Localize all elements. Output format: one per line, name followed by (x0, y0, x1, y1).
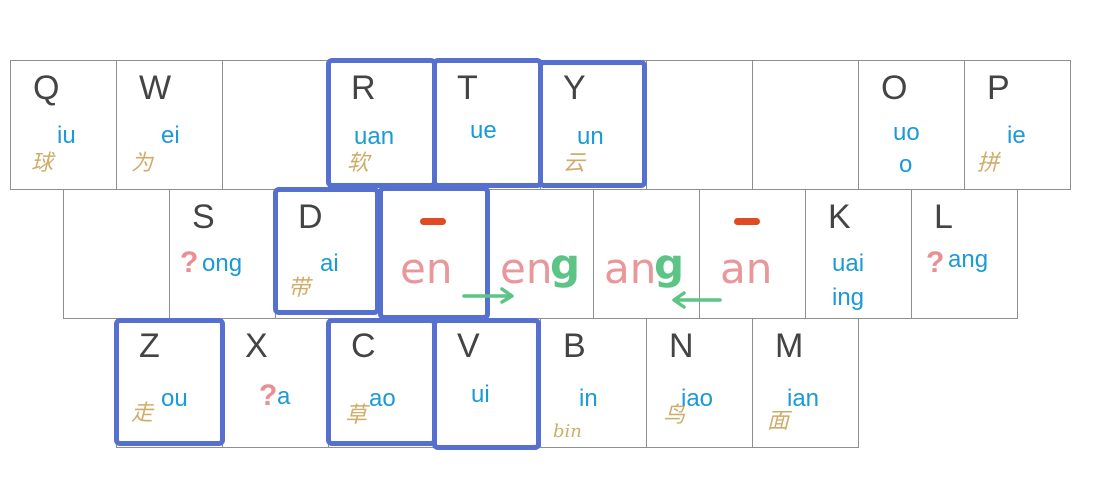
highlight-box-r (326, 58, 437, 188)
highlight-box-v (432, 318, 541, 450)
key-final: un (577, 123, 604, 150)
question-mark: ? (180, 246, 199, 279)
key-letter: Y (563, 69, 586, 107)
key-ang[interactable]: an g (593, 189, 700, 319)
handwritten-en: en (400, 244, 453, 293)
handwritten-eng-g: g (550, 240, 581, 289)
macron-mark (734, 218, 760, 225)
key-final: ao (369, 385, 396, 412)
highlight-box-y (538, 60, 647, 188)
key-letter: P (987, 69, 1010, 107)
key-letter: M (775, 327, 804, 365)
key-n[interactable]: N 鸟 iao (646, 318, 753, 448)
question-mark: ? (259, 379, 278, 412)
key-final: ian (787, 385, 820, 412)
key-final: in (579, 385, 598, 412)
key-final: ai (320, 250, 339, 277)
key-letter: X (245, 327, 268, 365)
key-hint: 球 (31, 151, 54, 176)
key-hint: 软 (347, 151, 370, 176)
key-s[interactable]: S ? ong (169, 189, 276, 319)
handwritten-an: an (720, 244, 773, 293)
highlight-box-c (326, 318, 437, 446)
key-z[interactable]: Z 走 ou (116, 318, 223, 448)
key-empty-4[interactable] (63, 189, 170, 319)
key-final: ou (161, 385, 188, 412)
key-hint: 带 (288, 276, 311, 301)
key-hint: 云 (563, 151, 586, 176)
key-final: iao (681, 385, 714, 412)
key-letter: L (934, 198, 953, 236)
key-final: ong (202, 250, 243, 277)
handwritten-ang-g: g (654, 240, 685, 289)
key-letter: N (669, 327, 694, 365)
key-hint: 草 (345, 403, 368, 428)
key-letter: S (192, 198, 215, 236)
key-k[interactable]: K uai ing (805, 189, 912, 319)
key-final: uai (832, 250, 865, 277)
key-final: iu (57, 122, 76, 149)
key-final: ie (1007, 122, 1026, 149)
key-hint: 走 (131, 401, 154, 426)
key-letter: B (563, 327, 586, 365)
key-final: uan (354, 123, 395, 150)
key-w[interactable]: W ei 为 (116, 60, 223, 190)
key-p[interactable]: P ie 拼 (964, 60, 1071, 190)
key-final: ue (470, 117, 497, 144)
highlight-box-d (273, 187, 380, 315)
key-final: uo (893, 119, 920, 146)
key-letter: Z (139, 327, 160, 365)
handwritten-eng-en: en (500, 244, 553, 293)
question-mark: ? (926, 246, 945, 279)
key-o[interactable]: O uo o (858, 60, 965, 190)
key-x[interactable]: X ? a (222, 318, 329, 448)
highlight-box-t (432, 58, 543, 188)
key-letter: K (828, 198, 851, 236)
arrow-right-icon (462, 287, 514, 304)
key-letter: W (139, 69, 172, 107)
highlight-box-en (378, 186, 490, 320)
arrow-left-icon (672, 291, 722, 309)
key-hint: 鸟 (663, 403, 686, 428)
key-final: ang (948, 246, 989, 273)
key-final: ui (471, 381, 490, 408)
key-hint: bin (553, 421, 582, 442)
macron-mark (420, 218, 446, 225)
key-b[interactable]: B in bin (540, 318, 647, 448)
key-final: ei (161, 122, 180, 149)
key-hint: 为 (131, 151, 154, 176)
key-letter: D (298, 198, 323, 236)
key-empty-1[interactable] (222, 60, 329, 190)
key-letter: O (881, 69, 908, 107)
handwritten-ang-an: an (604, 244, 657, 293)
key-letter: C (351, 327, 376, 365)
key-m[interactable]: M ian 面 (752, 318, 859, 448)
key-q[interactable]: Q iu 球 (10, 60, 117, 190)
key-hint: 拼 (977, 151, 1000, 176)
key-letter: Q (33, 69, 60, 107)
key-letter: R (351, 69, 376, 107)
key-t[interactable]: T ue (434, 60, 541, 190)
key-letter: V (457, 327, 480, 365)
key-final-secondary: ing (832, 284, 865, 311)
key-r[interactable]: R uan 软 (328, 60, 435, 190)
key-final-secondary: o (899, 151, 913, 178)
key-final: a (277, 383, 291, 410)
key-letter: T (457, 69, 478, 107)
key-d[interactable]: D ai 带 (275, 189, 382, 319)
highlight-box-z (114, 318, 225, 446)
key-eng[interactable]: en g (487, 189, 594, 319)
key-l[interactable]: L ? ang (911, 189, 1018, 319)
key-c[interactable]: C 草 ao (328, 318, 435, 448)
key-hint: 面 (767, 409, 790, 434)
key-empty-2[interactable] (646, 60, 753, 190)
key-empty-3[interactable] (752, 60, 859, 190)
